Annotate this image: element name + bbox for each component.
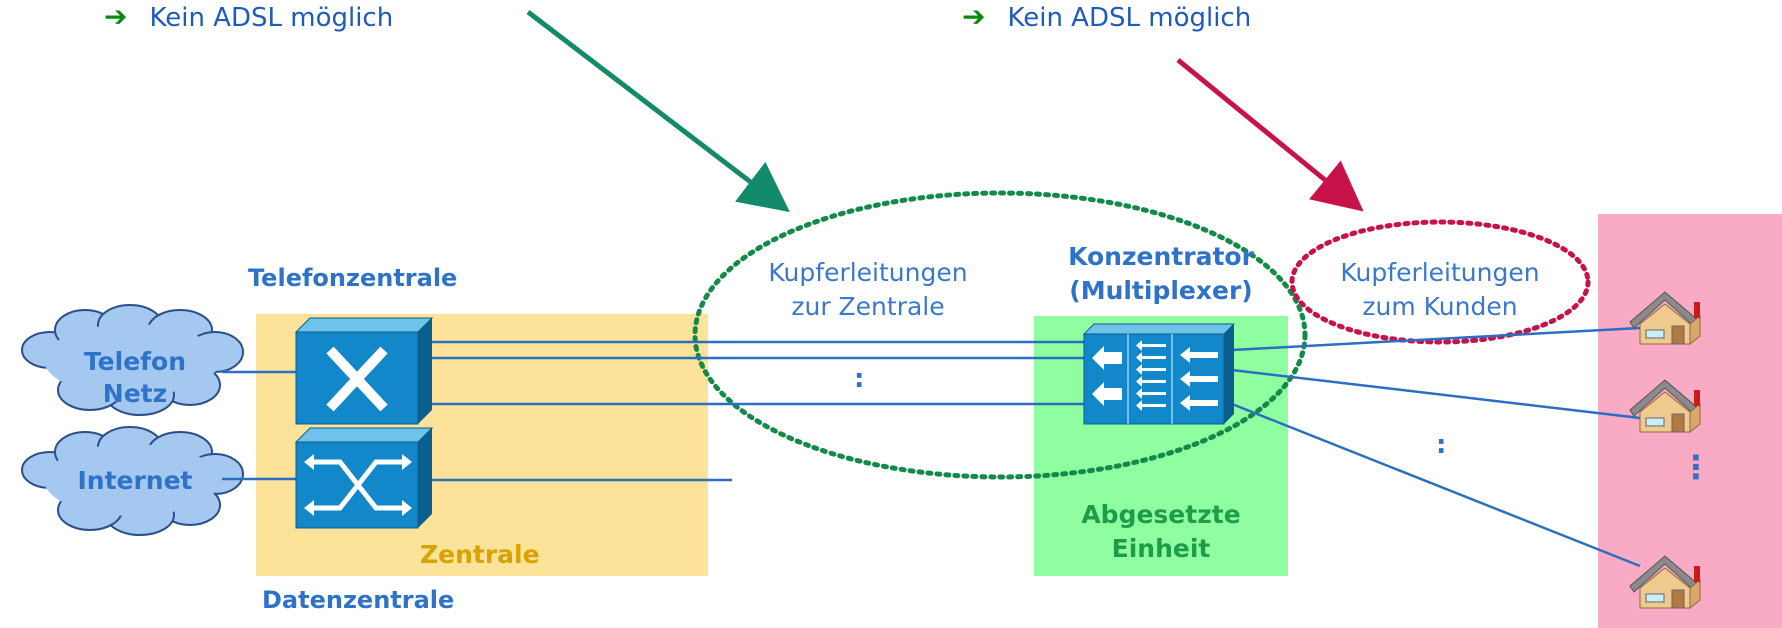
multiplexer-device [1082, 323, 1236, 425]
abgesetzte-line1: Abgesetzte [1081, 500, 1241, 529]
abgesetzte-label: Abgesetzte Einheit [1046, 498, 1276, 566]
telefonzentrale-label: Telefonzentrale [248, 264, 458, 292]
cloud-telefon-line2: Netz [102, 379, 168, 408]
kupfer-zentrale-label: Kupferleitungen zur Zentrale [748, 256, 988, 324]
konzentrator-line2: (Multiplexer) [1069, 276, 1253, 305]
green-arrow-icon: ➔ [104, 0, 128, 33]
dots-houses: ⋮ [1680, 448, 1712, 486]
konzentrator-line1: Konzentrator [1068, 242, 1254, 271]
kupfer-zentrale-line1: Kupferleitungen [768, 258, 968, 287]
kupfer-kunden-label: Kupferleitungen zum Kunden [1320, 256, 1560, 324]
note-right-text: Kein ADSL möglich [1007, 3, 1252, 33]
konzentrator-label: Konzentrator (Multiplexer) [1046, 240, 1276, 308]
kupfer-zentrale-ellipse [692, 190, 1308, 480]
datenzentrale-label: Datenzentrale [262, 586, 455, 614]
connection-lines [222, 326, 1641, 568]
red-arrow [1176, 58, 1364, 212]
kupfer-kunden-ellipse [1289, 219, 1591, 345]
cloud-telefon-line1: Telefon [83, 347, 187, 376]
note-left: ➔ Kein ADSL möglich [104, 0, 393, 33]
zentrale-label: Zentrale [420, 540, 540, 569]
internet-cloud [21, 426, 244, 536]
kupfer-kunden-line1: Kupferleitungen [1340, 258, 1540, 287]
daten-switch [294, 427, 434, 529]
cloud-internet-label: Internet [77, 466, 193, 495]
green-arrow [526, 10, 790, 213]
dots-mid: : [854, 364, 865, 394]
note-left-text: Kein ADSL möglich [149, 3, 394, 33]
telefon-netz-cloud [21, 304, 244, 416]
abgesetzte-line2: Einheit [1111, 534, 1211, 563]
kupfer-kunden-line2: zum Kunden [1362, 292, 1518, 321]
green-arrow-icon: ➔ [962, 0, 986, 33]
note-right: ➔ Kein ADSL möglich [962, 0, 1251, 33]
dots-right: : [1436, 430, 1447, 460]
cloud-telefon-label: Telefon Netz [60, 346, 210, 410]
telefon-switch [294, 317, 434, 425]
kupfer-zentrale-line2: zur Zentrale [791, 292, 945, 321]
